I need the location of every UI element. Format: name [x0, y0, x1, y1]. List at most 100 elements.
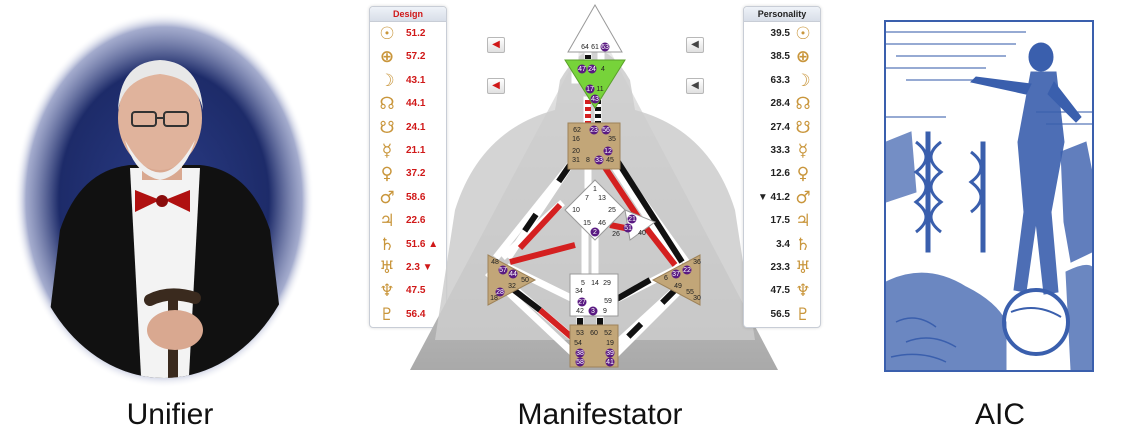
design-value: 51.6 ▲ — [406, 238, 439, 250]
design-prev-arrow-button-2[interactable]: ◀ — [487, 78, 505, 94]
gate-35: 35 — [608, 136, 616, 143]
mercury-icon: ☿ — [797, 141, 809, 161]
gate-37: 37 — [672, 271, 680, 278]
head-center — [567, 3, 623, 53]
gate-5: 5 — [581, 280, 585, 287]
personality-row: ♅23.3 — [744, 258, 820, 278]
gate-51: 51 — [624, 225, 632, 232]
gate-42: 42 — [576, 308, 584, 315]
gate-26: 26 — [612, 231, 620, 238]
personality-row: ♄3.4 — [744, 235, 820, 255]
gate-56: 56 — [602, 127, 610, 134]
gate-60: 60 — [590, 330, 598, 337]
personality-panel: Personality ☉39.5⊕38.5☽63.3☊28.4☋27.4☿33… — [743, 6, 821, 328]
design-panel-title: Design — [370, 7, 446, 22]
gate-47: 47 — [578, 66, 586, 73]
gate-30: 30 — [693, 295, 701, 302]
gate-23: 23 — [590, 127, 598, 134]
personality-row: ☋ 27.4 — [744, 118, 820, 138]
personality-value: 63.3 — [770, 74, 790, 86]
gate-20: 20 — [572, 148, 580, 155]
personality-value: ▼ 41.2 — [757, 191, 790, 203]
gate-9: 9 — [603, 308, 607, 315]
gate-29: 29 — [603, 280, 611, 287]
gate-15: 15 — [583, 220, 591, 227]
personality-row: ♃17.5 — [744, 211, 820, 231]
sun-icon: ☉ — [379, 24, 395, 44]
personality-prev-arrow-button-2[interactable]: ◀ — [686, 78, 704, 94]
personality-row: ♂▼ 41.2 — [744, 188, 820, 208]
gate-38: 38 — [576, 350, 584, 357]
gate-13: 13 — [598, 195, 606, 202]
design-value: 43.1 — [406, 74, 426, 86]
north-node-icon: ☊ — [379, 94, 395, 115]
design-value: 44.1 — [406, 98, 426, 110]
gate-39: 39 — [606, 350, 614, 357]
gate-3: 3 — [591, 308, 595, 315]
caption-aic: AIC — [974, 398, 1025, 431]
gate-12: 12 — [604, 148, 612, 155]
portrait-photo — [0, 0, 330, 395]
gate-63: 63 — [601, 44, 609, 51]
design-row: ☋24.1 — [370, 118, 446, 138]
south-node-icon: ☋ — [795, 117, 811, 138]
gate-52: 52 — [604, 330, 612, 337]
gate-24: 24 — [588, 66, 596, 73]
gate-10: 10 — [572, 207, 580, 214]
gate-6: 6 — [664, 275, 668, 282]
moon-icon: ☽ — [379, 70, 395, 91]
design-value: 58.6 — [406, 191, 426, 203]
gate-54: 54 — [574, 340, 582, 347]
design-value: 22.6 — [406, 215, 426, 227]
earth-icon: ⊕ — [379, 47, 395, 68]
north-node-icon: ☊ — [795, 94, 811, 115]
design-row: ☉51.2 — [370, 24, 446, 44]
gate-14: 14 — [591, 280, 599, 287]
design-value: 56.4 — [406, 308, 426, 320]
gate-58: 58 — [576, 359, 584, 366]
caption-unifier: Unifier — [126, 398, 214, 431]
gate-33: 33 — [595, 157, 603, 164]
design-row: ♅2.3 ▼ — [370, 258, 446, 278]
gate-45: 45 — [606, 157, 614, 164]
jupiter-icon: ♃ — [379, 211, 395, 232]
neptune-icon: ♆ — [379, 281, 395, 302]
design-value: 21.1 — [406, 145, 426, 156]
design-row: ♃ 22.6 — [370, 211, 446, 231]
design-row: ♇ 56.4 — [370, 305, 446, 325]
pluto-icon: ♇ — [379, 304, 395, 325]
design-row: ♀37.2 — [370, 164, 446, 184]
design-row: ♆ 47.5 — [370, 281, 446, 301]
gate-16: 16 — [572, 136, 580, 143]
personality-row: ☽ 63.3 — [744, 71, 820, 91]
gate-22: 22 — [683, 267, 691, 274]
personality-value: 56.5 — [770, 308, 790, 320]
personality-value: 27.4 — [770, 121, 790, 133]
design-value: 2.3 ▼ — [406, 262, 433, 273]
moon-icon: ☽ — [795, 70, 811, 91]
jupiter-icon: ♃ — [795, 211, 811, 232]
gate-18: 18 — [490, 295, 498, 302]
personality-value: 39.5 — [770, 28, 790, 39]
design-value: 47.5 — [406, 285, 426, 297]
design-value: 57.2 — [406, 51, 426, 63]
south-node-icon: ☋ — [379, 117, 395, 138]
mars-icon: ♂ — [379, 187, 395, 208]
neptune-icon: ♆ — [795, 281, 811, 302]
earth-icon: ⊕ — [795, 47, 811, 68]
design-row: ♂ 58.6 — [370, 188, 446, 208]
personality-value: 47.5 — [770, 285, 790, 297]
caption-manifestator: Manifestator — [517, 398, 683, 431]
personality-value: 33.3 — [770, 145, 790, 156]
personality-prev-arrow-button[interactable]: ◀ — [686, 37, 704, 53]
gate-25: 25 — [608, 207, 616, 214]
design-prev-arrow-button[interactable]: ◀ — [487, 37, 505, 53]
gate-1: 1 — [593, 186, 597, 193]
gate-32: 32 — [508, 283, 516, 290]
design-row: ☊ 44.1 — [370, 94, 446, 114]
gate-61: 61 — [591, 44, 599, 51]
gate-57: 57 — [499, 267, 507, 274]
gate-59: 59 — [604, 298, 612, 305]
gate-40: 40 — [638, 230, 646, 237]
personality-value: 23.3 — [770, 262, 790, 273]
